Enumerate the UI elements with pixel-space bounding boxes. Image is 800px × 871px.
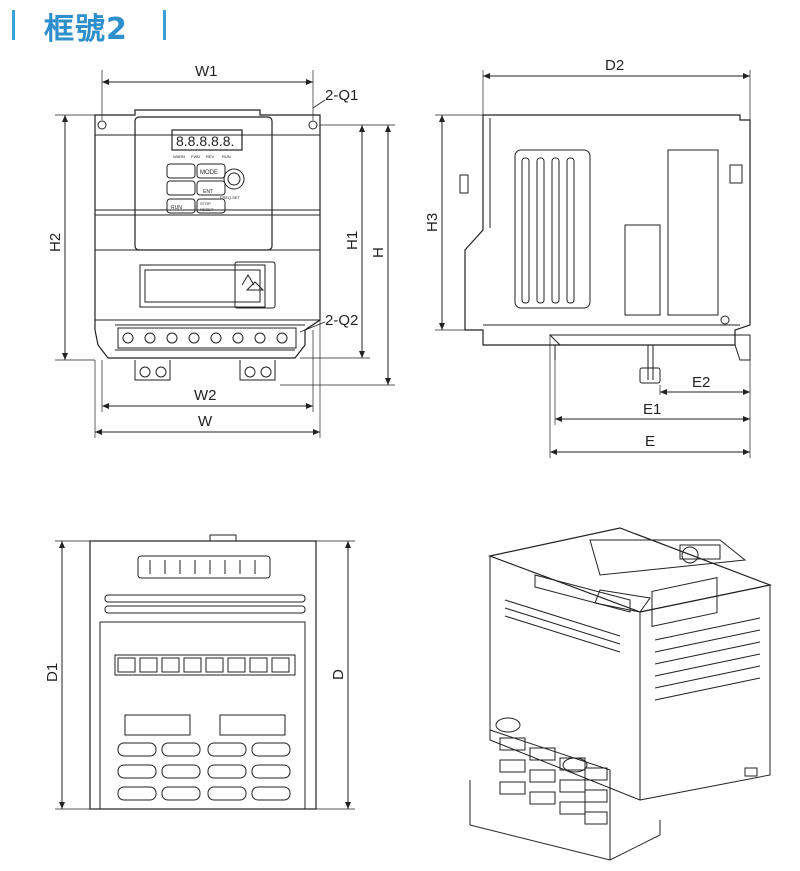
dim-e2: E2 [692,374,710,391]
keypad-panel [134,116,273,251]
dim-q2: 2-Q2 [325,312,358,329]
page-title: 框號2 [44,12,128,47]
dim-d: D [330,669,347,680]
front-view [55,70,395,438]
lower-panel [139,264,266,308]
iso-keypad [589,539,747,576]
dim-w1: W1 [195,63,218,80]
bottom-knob-rail [137,555,271,579]
freq-set-label: FREQ.SET [220,195,241,200]
dim-q1: 2-Q1 [325,87,358,104]
mount-hole-tr [308,120,318,130]
dim-h: H [370,247,387,258]
side-label-plate [624,224,661,316]
indicator-warn: WARN [173,154,185,159]
dim-e: E [645,433,655,450]
display-readout: 8.8.8.8.8. [176,133,234,149]
title-bar-left [12,10,15,40]
dim-d1: D1 [44,663,61,682]
dim-d2: D2 [605,57,624,74]
bottom-view-labels: D1 D [44,663,347,682]
title-bar-right [163,10,166,40]
ent-key: ENT [203,189,213,195]
side-vent [514,149,591,309]
led-display [171,129,243,151]
side-view [435,70,751,458]
bottom-terminal-row [114,654,296,676]
bottom-vent-grid [117,742,291,801]
indicator-fwd: FWD [191,154,200,159]
mode-key: MODE [200,170,218,176]
bottom-view [55,534,355,810]
side-view-labels: D2 H3 E2 E1 E [424,57,710,450]
terminal-screws [122,332,288,344]
page-header: 框號2 [0,0,800,50]
terminal-cover [234,261,276,309]
stop-key: STOP [200,201,211,206]
side-heatsink [548,334,751,361]
keypad-labels: 8.8.8.8.8. WARN FWD REV RUN MODE ENT RUN… [171,133,241,212]
dim-e1: E1 [643,401,661,418]
front-view-labels: W1 W2 W 2-Q1 2-Q2 H2 H1 H [47,63,387,430]
dim-w2: W2 [194,387,217,404]
dim-w: W [198,413,213,430]
freq-knob [223,168,245,190]
run-key: RUN [171,205,182,211]
side-knob [459,174,469,194]
dim-h3: H3 [424,213,441,232]
isometric-view [469,527,773,861]
mount-hole-tl [97,120,107,130]
dim-h1: H1 [344,231,361,250]
dim-h2: H2 [47,233,64,252]
indicator-rev: REV [206,154,215,159]
indicator-run: RUN [222,154,231,159]
reset-key: RESET [200,207,214,212]
